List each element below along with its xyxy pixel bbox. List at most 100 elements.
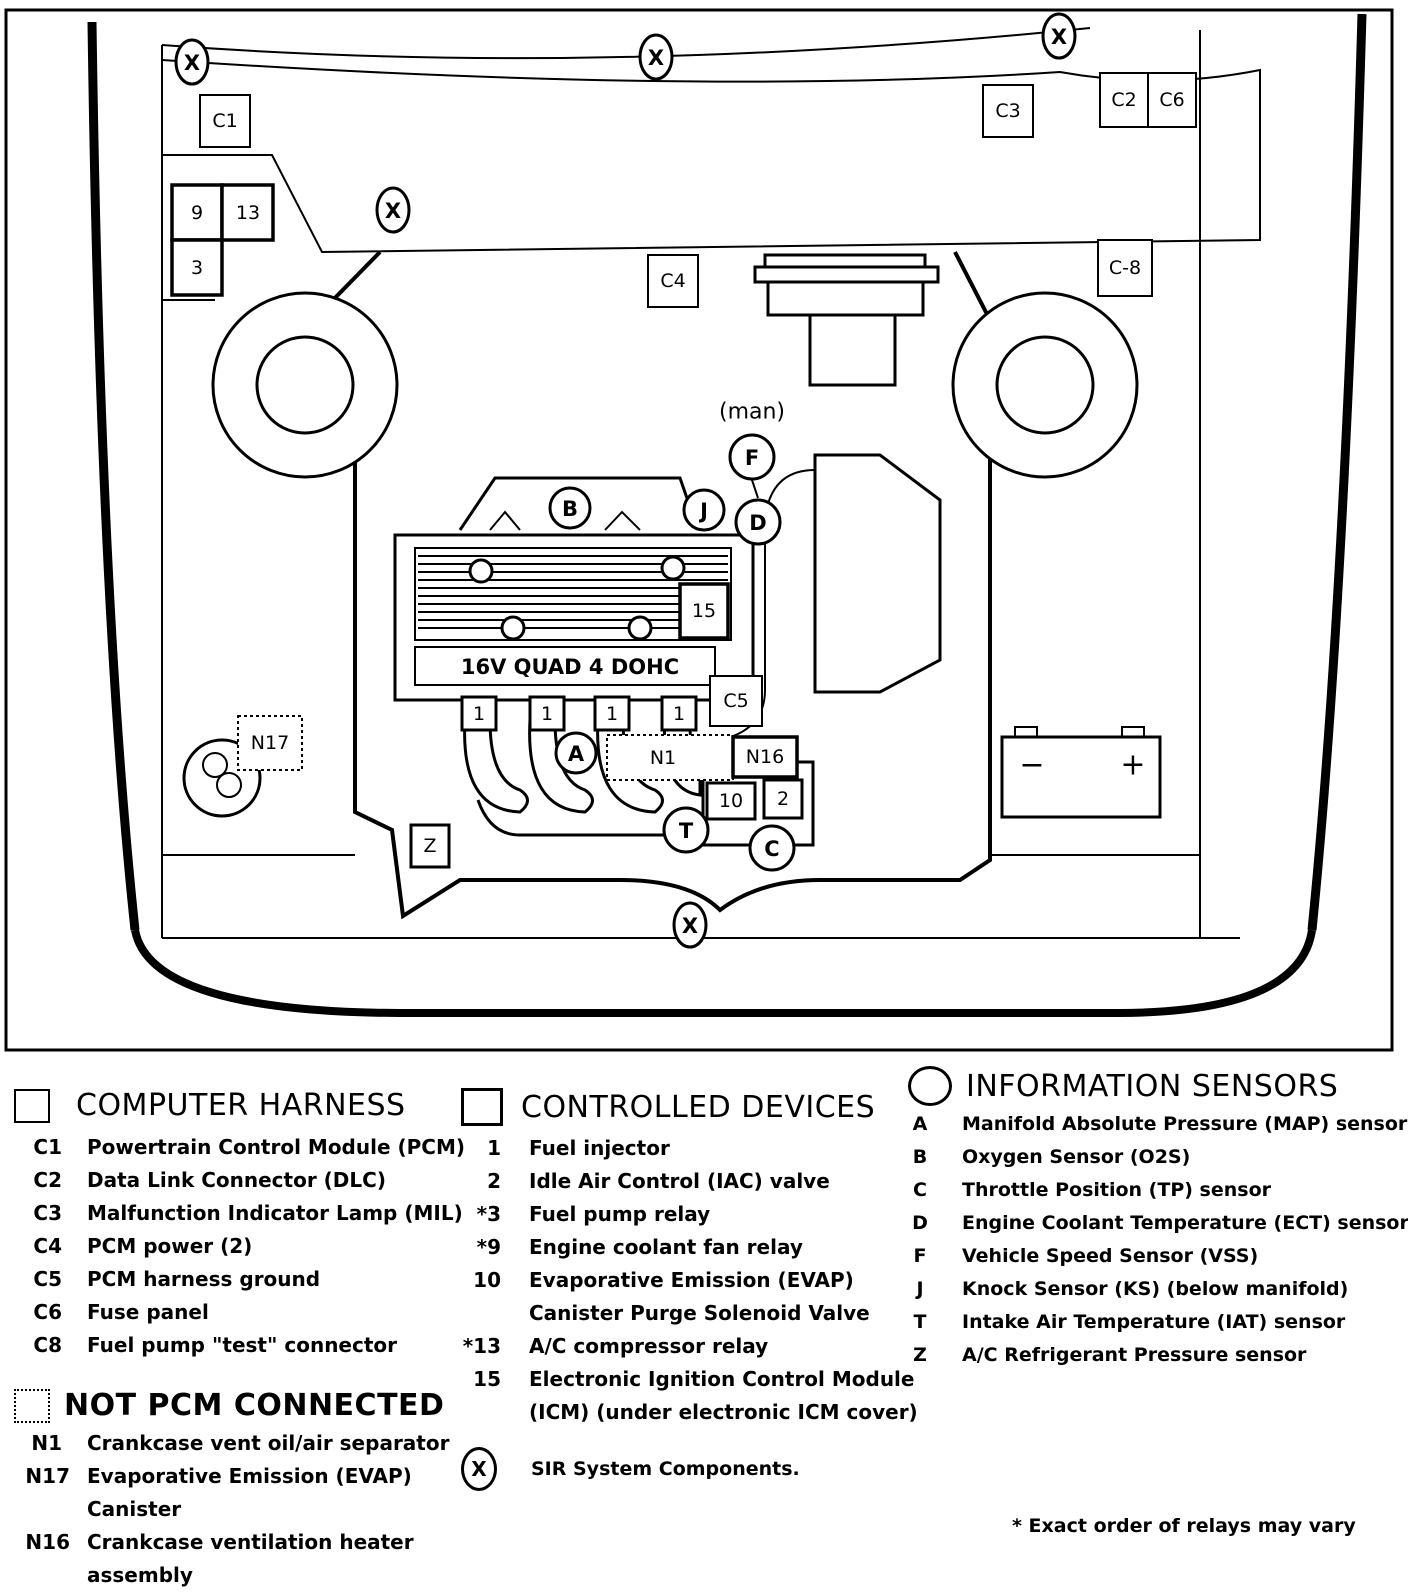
legend-code: *13 — [462, 1334, 501, 1358]
legend-text: Manifold Absolute Pressure (MAP) sensor — [962, 1113, 1408, 1135]
harness-c5: C5 — [709, 675, 763, 727]
diagram-frame — [4, 8, 1394, 1052]
master-cylinder-top — [753, 265, 940, 284]
legend-text: (ICM) (under electronic ICM cover) — [529, 1400, 918, 1424]
legend-code: *3 — [476, 1202, 501, 1226]
legend-code: B — [912, 1146, 928, 1168]
right-strut-center — [995, 335, 1095, 435]
legend-row: Canister — [14, 1493, 464, 1526]
z-box: Z — [409, 823, 451, 869]
cover-bolt — [500, 615, 526, 641]
left-strut-center — [255, 335, 355, 435]
legend-code: C5 — [33, 1267, 62, 1291]
svg-text:X: X — [1051, 25, 1067, 49]
legend-code: C8 — [33, 1333, 62, 1357]
cowl-upper — [161, 27, 1091, 60]
left-fender — [87, 21, 140, 931]
injector-1-label: 1 — [606, 703, 618, 725]
legend-not-pcm-title: NOT PCM CONNECTED — [64, 1388, 445, 1423]
legend-code: D — [912, 1212, 928, 1234]
sir-marker: X — [174, 38, 210, 86]
legend-information-sensors-title: INFORMATION SENSORS — [966, 1068, 1339, 1104]
icm-15-label: 15 — [692, 600, 716, 622]
legend-computer-harness-title: COMPUTER HARNESS — [76, 1088, 406, 1123]
cover-bolt — [627, 615, 653, 641]
svg-text:F: F — [745, 446, 759, 470]
legend-row: Canister Purge Solenoid Valve — [461, 1297, 901, 1330]
legend-controlled-devices-heading: CONTROLLED DEVICES — [461, 1088, 901, 1126]
harness-c4: C4 — [647, 254, 699, 308]
legend-text: Fuse panel — [87, 1300, 209, 1324]
legend-code: 2 — [487, 1169, 501, 1193]
legend-not-pcm-heading: NOT PCM CONNECTED — [14, 1388, 464, 1423]
legend-row: (ICM) (under electronic ICM cover) — [461, 1396, 918, 1429]
harness-c3-label: C3 — [995, 100, 1020, 122]
sensor-f-d-link — [751, 479, 759, 499]
sensor-a: A — [554, 731, 598, 775]
legend-text: Intake Air Temperature (IAT) sensor — [962, 1311, 1346, 1333]
svg-text:B: B — [562, 497, 578, 521]
legend-code: N16 — [25, 1530, 70, 1554]
relay-9-label: 9 — [191, 202, 203, 224]
evap-purge-10-label: 10 — [719, 790, 743, 812]
legend-code — [461, 1297, 501, 1330]
sensor-j: J — [682, 488, 726, 532]
engine-label-plate — [414, 646, 716, 686]
legend-text: Knock Sensor (KS) (below manifold) — [962, 1278, 1349, 1300]
z-box-label: Z — [423, 835, 436, 857]
svg-text:X: X — [184, 51, 200, 75]
n1-label: N1 — [650, 747, 676, 769]
engine-compartment-diagram: 16V QUAD 4 DOHC − + C1 C3 C2 C6 C4 C-8 — [4, 8, 1394, 1052]
injector-row: 1 1 1 1 — [460, 695, 698, 732]
air-cleaner-housing — [813, 453, 942, 694]
battery — [1000, 735, 1162, 819]
legend-code: N1 — [31, 1431, 62, 1455]
battery-plus: + — [1120, 748, 1145, 783]
battery-minus: − — [1019, 748, 1044, 783]
legend-text: Crankcase ventilation heater — [87, 1530, 414, 1554]
cam-cover-ridges — [489, 510, 641, 531]
legend-code: 15 — [473, 1367, 501, 1391]
harness-c8-label: C-8 — [1109, 257, 1141, 279]
legend-sir-text: SIR System Components. — [531, 1457, 800, 1480]
legend-text: Data Link Connector (DLC) — [87, 1168, 386, 1192]
circle-symbol-icon — [908, 1066, 952, 1106]
injector-box — [593, 695, 631, 732]
sir-marker: X — [638, 33, 674, 81]
cover-bolt — [468, 558, 494, 584]
legend-text: Evaporative Emission (EVAP) — [87, 1464, 412, 1488]
sensor-d: D — [734, 498, 782, 546]
right-fender — [1307, 13, 1367, 931]
legend-text: Canister — [87, 1497, 182, 1521]
master-cylinder-body — [766, 280, 925, 317]
sir-marker: X — [1041, 12, 1077, 60]
legend-text: Malfunction Indicator Lamp (MIL) — [87, 1201, 463, 1225]
legend-code: *9 — [476, 1235, 501, 1259]
legend-code: J — [916, 1278, 924, 1300]
svg-text:X: X — [648, 46, 664, 70]
legend-text: PCM harness ground — [87, 1267, 321, 1291]
legend-text: Powertrain Control Module (PCM) — [87, 1135, 466, 1159]
svg-text:C: C — [764, 837, 779, 861]
legend-text: Vehicle Speed Sensor (VSS) — [962, 1245, 1259, 1267]
svg-text:X: X — [682, 914, 698, 938]
sensor-t: T — [662, 806, 710, 854]
sir-marker: X — [375, 186, 411, 234]
injector-1-label: 1 — [673, 703, 685, 725]
